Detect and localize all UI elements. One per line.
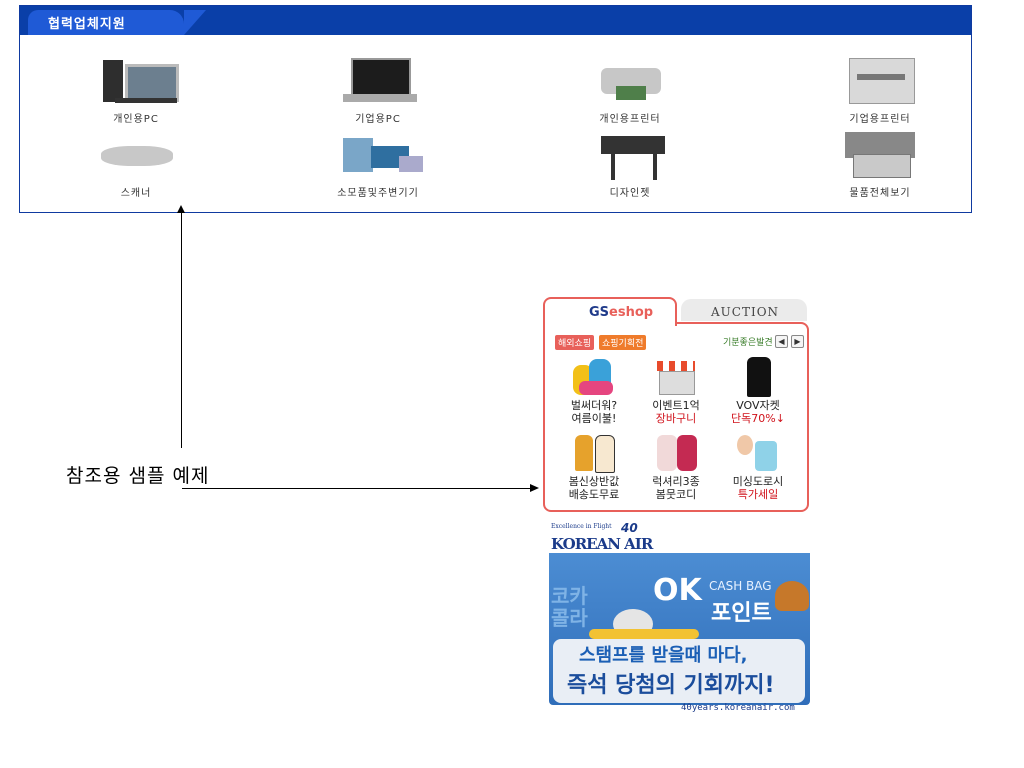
gs-eshop-widget: AUCTION GSeshop 해외쇼핑 쇼핑기획전 기분좋은발견 ◀ ▶ 벌써… xyxy=(543,297,809,512)
tab-gs-eshop[interactable]: GSeshop xyxy=(543,297,677,326)
ok-text: OK xyxy=(653,573,702,608)
slogan-text: 기분좋은발견 xyxy=(723,338,773,348)
item-title: 럭셔리3종 xyxy=(652,475,700,488)
product-personal-pc[interactable]: 개인용PC xyxy=(56,54,216,125)
category-promotions[interactable]: 쇼핑기획전 xyxy=(599,335,647,350)
product-label: 개인용PC xyxy=(113,114,159,125)
korean-air-banner[interactable]: Excellence in Flight 40 KOREAN AIR 코카 콜라… xyxy=(549,521,810,715)
point-text: 포인트 xyxy=(711,601,772,626)
annotation-note: 참조용 샘플 예제 xyxy=(66,465,210,487)
banner-url[interactable]: 40years.koreanair.com xyxy=(681,703,795,713)
shop-item[interactable]: VOV자켓 단독70%↓ xyxy=(719,355,797,425)
tab-auction[interactable]: AUCTION xyxy=(681,299,807,321)
product-label: 개인용프린터 xyxy=(599,114,661,125)
dress-image xyxy=(569,431,619,475)
arrow-vertical-line xyxy=(181,212,182,448)
all-products-icon xyxy=(821,128,939,180)
product-personal-printer[interactable]: 개인용프린터 xyxy=(550,54,710,125)
jacket-image xyxy=(733,355,783,399)
item-subtitle: 여름이불! xyxy=(571,412,617,425)
tagline: Excellence in Flight xyxy=(551,523,612,530)
product-label: 물품전체보기 xyxy=(849,188,911,199)
promo-line-1: 스탬프를 받을때 마다, xyxy=(579,645,748,666)
product-view-all[interactable]: 물품전체보기 xyxy=(800,128,960,199)
item-title: 이벤트1억 xyxy=(652,399,700,412)
cardigan-image xyxy=(651,431,701,475)
coins-icon xyxy=(589,629,699,639)
product-supplies[interactable]: 소모품및주변기기 xyxy=(298,128,458,199)
arrow-horizontal-line xyxy=(182,488,530,489)
message-box xyxy=(553,639,805,703)
partner-support-panel: 협력업체지원 개인용PC 기업용PC 개인용프린터 기업용프린터 스캐너 xyxy=(19,5,972,213)
arrow-right-head xyxy=(530,484,539,492)
next-arrow-button[interactable]: ▶ xyxy=(791,335,804,348)
korean-air-logo: KOREAN AIR xyxy=(551,535,653,553)
shop-cart-image xyxy=(651,355,701,399)
item-subtitle: 단독70%↓ xyxy=(731,412,785,425)
cashbag-text: CASH BAG xyxy=(709,579,772,593)
designjet-icon xyxy=(571,128,689,180)
supplies-icon xyxy=(319,128,437,180)
scanner-icon xyxy=(77,128,195,180)
panel-title: 협력업체지원 xyxy=(48,17,126,32)
category-overseas[interactable]: 해외쇼핑 xyxy=(555,335,595,350)
banner-header: Excellence in Flight 40 KOREAN AIR xyxy=(549,521,810,553)
product-business-printer[interactable]: 기업용프린터 xyxy=(800,54,960,125)
item-subtitle: 장바구니 xyxy=(655,412,697,425)
laptop-icon xyxy=(319,54,437,106)
shop-item[interactable]: 미싱도로시 특가세일 xyxy=(719,431,797,501)
shop-item[interactable]: 봄신상반값 배송도무료 xyxy=(555,431,633,501)
auction-label: AUCTION xyxy=(711,305,780,319)
item-subtitle: 봄뭇코디 xyxy=(655,488,697,501)
arrow-up-head xyxy=(177,205,185,213)
product-label: 디자인젯 xyxy=(609,188,651,199)
panel-title-tab[interactable]: 협력업체지원 xyxy=(28,10,206,35)
item-title: 벌써더워? xyxy=(570,399,618,412)
blanket-image xyxy=(569,355,619,399)
photo-printer-icon xyxy=(571,54,689,106)
product-label: 기업용PC xyxy=(355,114,401,125)
product-label: 소모품및주변기기 xyxy=(337,188,419,199)
model-top-image xyxy=(733,431,783,475)
product-business-pc[interactable]: 기업용PC xyxy=(298,54,458,125)
anniversary-mark: 40 xyxy=(621,521,638,535)
shop-item[interactable]: 럭셔리3종 봄뭇코디 xyxy=(637,431,715,501)
prev-arrow-button[interactable]: ◀ xyxy=(775,335,788,348)
item-title: VOV자켓 xyxy=(736,399,780,412)
product-designjet[interactable]: 디자인젯 xyxy=(550,128,710,199)
item-subtitle: 특가세일 xyxy=(737,488,779,501)
desktop-pc-icon xyxy=(77,54,195,106)
panel-header-bar: 협력업체지원 xyxy=(20,6,971,35)
gs-widget-frame xyxy=(543,322,809,512)
burger-icon xyxy=(775,581,809,611)
shop-item[interactable]: 이벤트1억 장바구니 xyxy=(637,355,715,425)
shop-item[interactable]: 벌써더워? 여름이불! xyxy=(555,355,633,425)
promo-line-2: 즉석 당첨의 기회까지! xyxy=(567,673,775,698)
gs-eshop-logo: GSeshop xyxy=(589,305,654,320)
product-label: 기업용프린터 xyxy=(849,114,911,125)
item-title: 미싱도로시 xyxy=(732,475,784,488)
product-label: 스캐너 xyxy=(120,188,152,199)
item-subtitle: 배송도무료 xyxy=(568,488,620,501)
office-printer-icon xyxy=(821,54,939,106)
product-scanner[interactable]: 스캐너 xyxy=(56,128,216,199)
item-title: 봄신상반값 xyxy=(568,475,620,488)
coca-cola-text: 코카 콜라 xyxy=(551,584,588,630)
